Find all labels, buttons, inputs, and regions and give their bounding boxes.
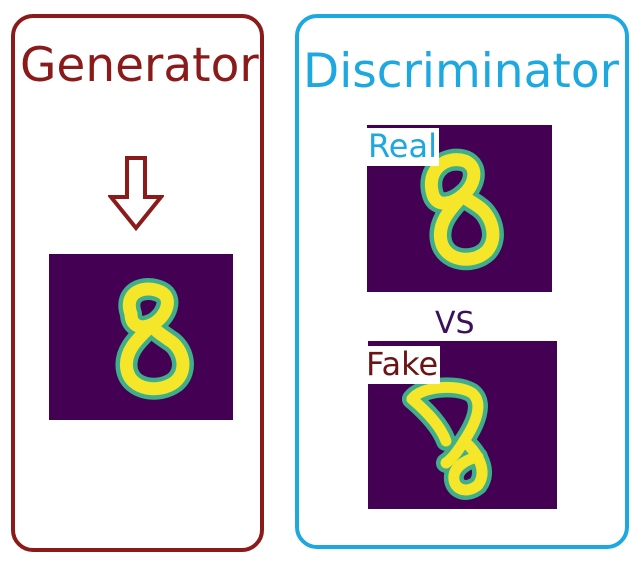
down-arrow-icon <box>108 156 164 231</box>
discriminator-title: Discriminator <box>303 44 619 99</box>
generator-title: Generator <box>20 38 259 93</box>
generated-digit-image <box>49 254 233 420</box>
real-label: Real <box>366 127 439 166</box>
fake-label: Fake <box>364 345 441 384</box>
vs-label: VS <box>435 306 475 341</box>
